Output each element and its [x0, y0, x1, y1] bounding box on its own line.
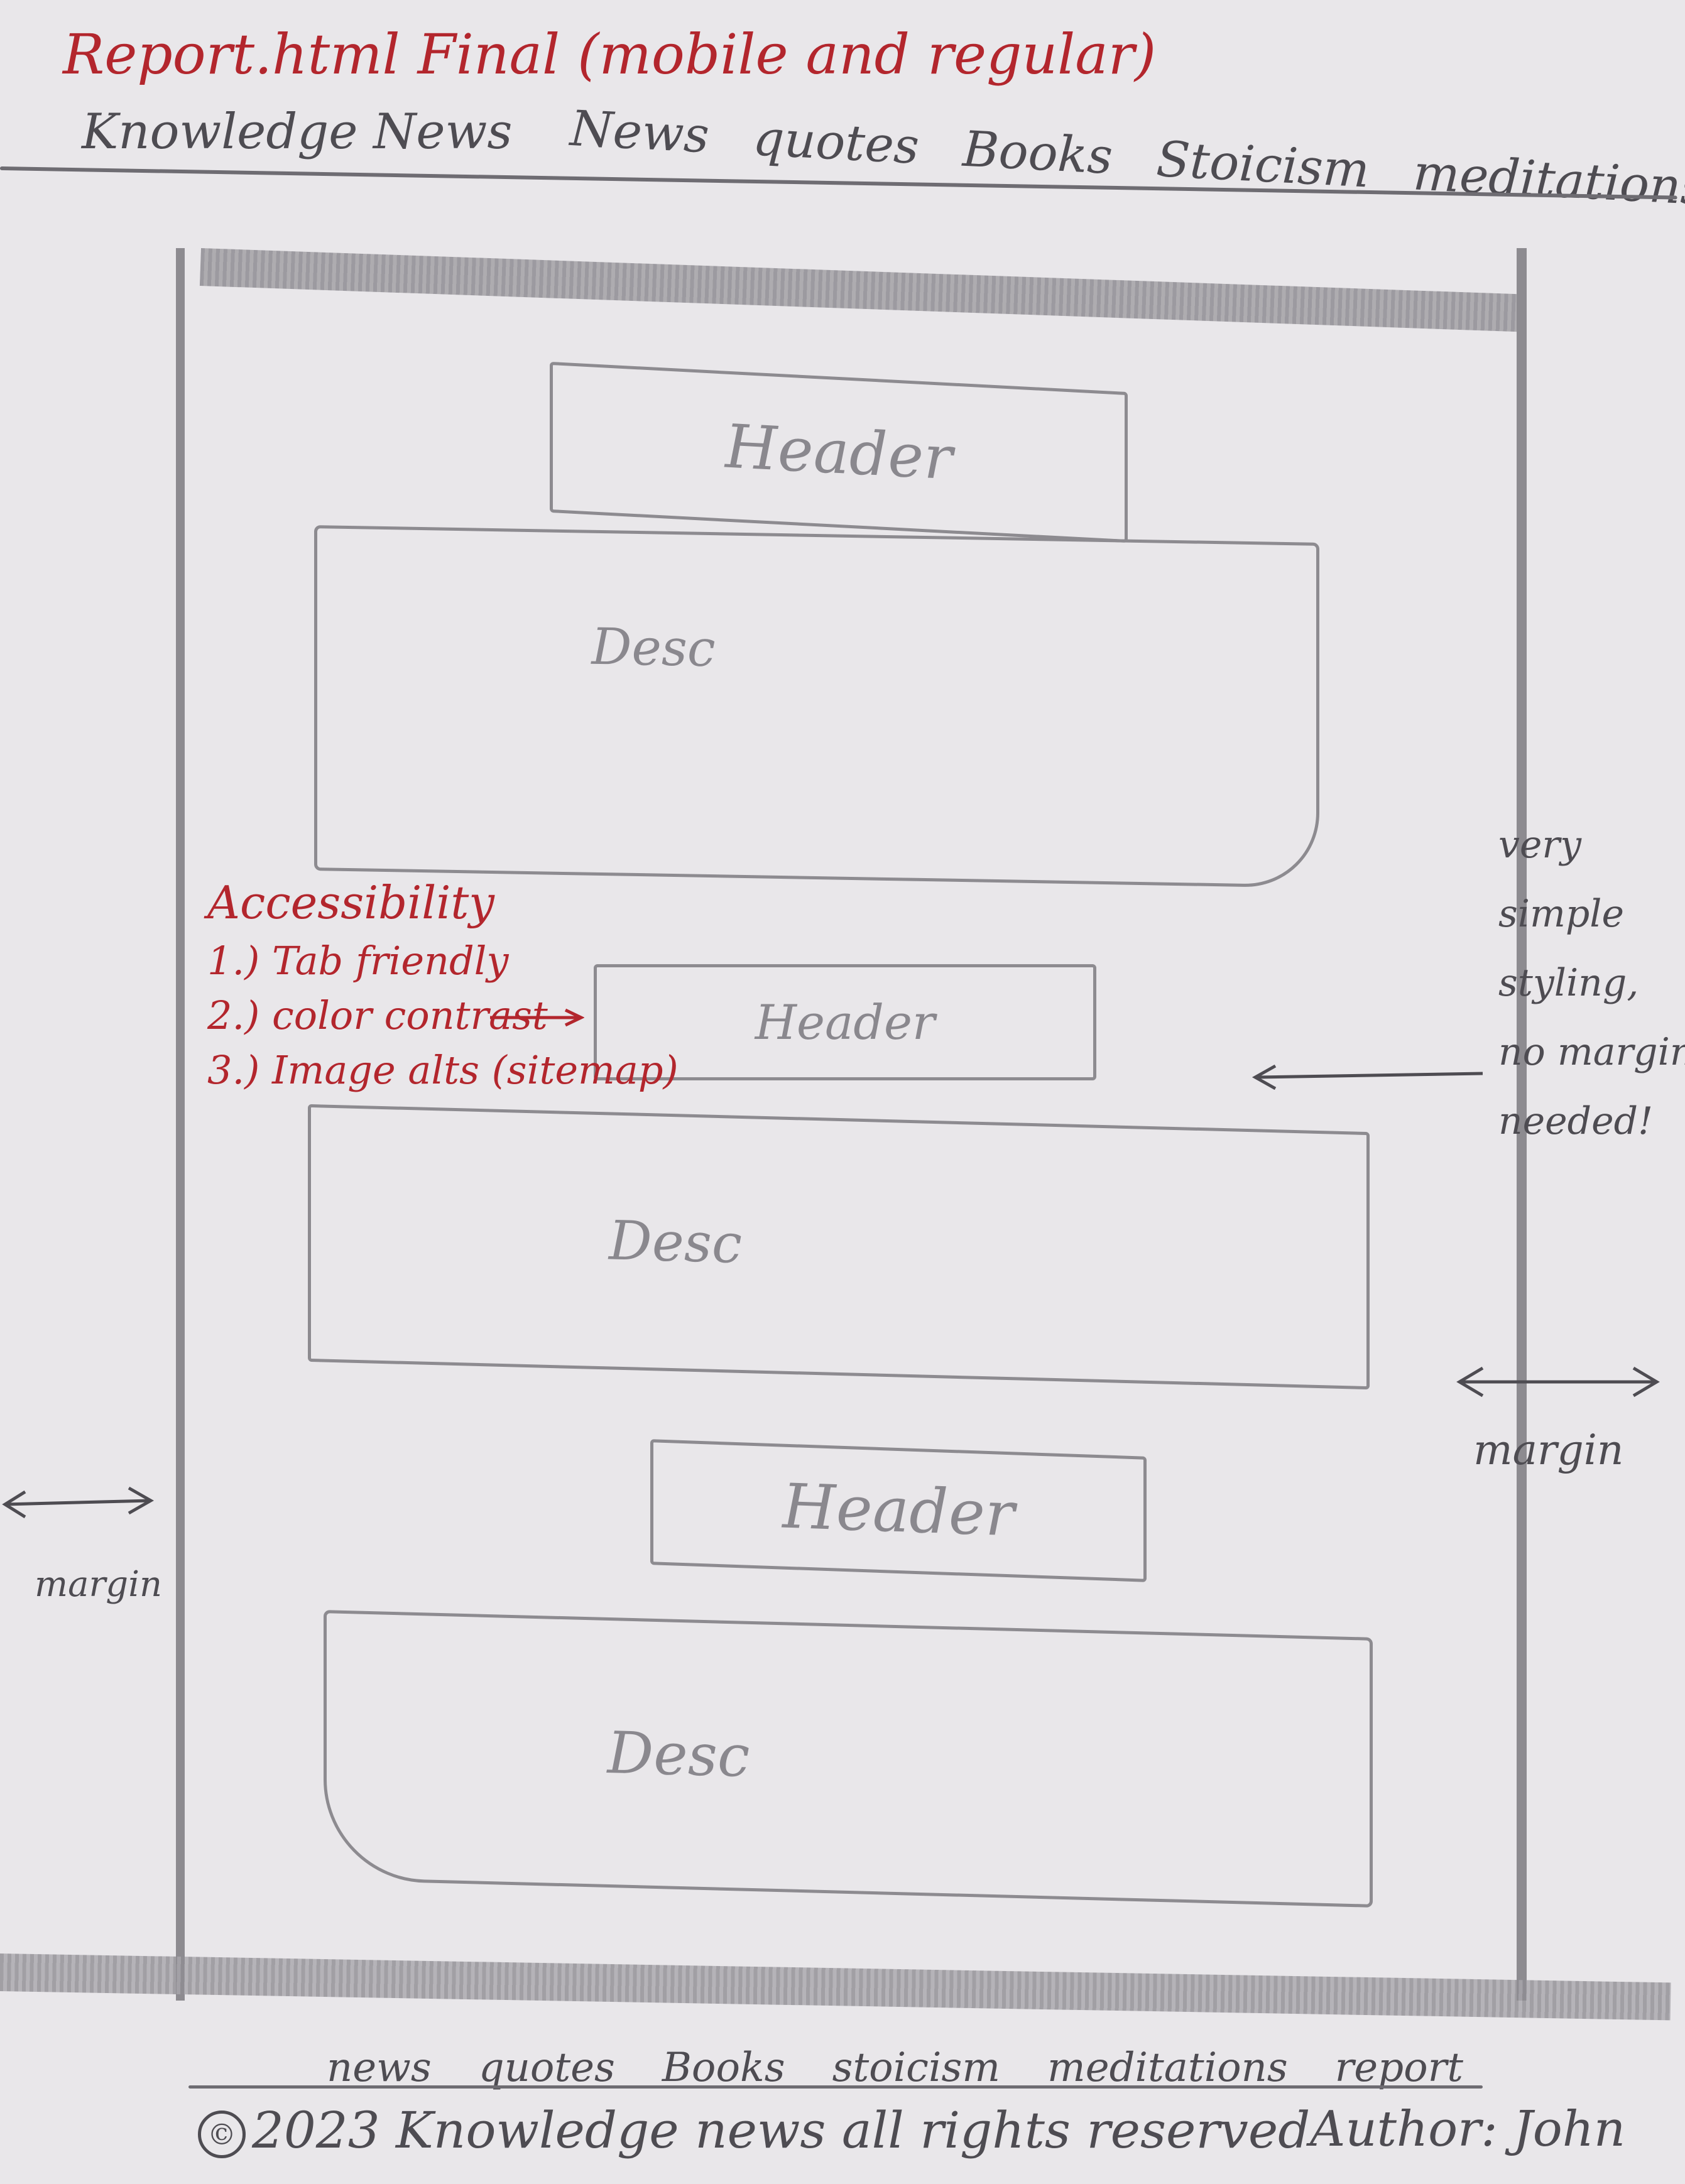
author-credit: Author: John [1310, 2101, 1626, 2158]
styling-note-line: needed! [1498, 1099, 1654, 1143]
arrow-left-icon [1251, 1065, 1483, 1090]
arrow-right-icon [490, 1008, 584, 1027]
section-desc-label: Desc [591, 617, 716, 678]
copyright-text: ©2023 Knowledge news all rights reserved [198, 2101, 1310, 2160]
section-desc-label: Desc [608, 1209, 743, 1276]
footer-nav: news quotes Books stoicism meditations r… [327, 2045, 1463, 2091]
nav-item-books[interactable]: Books [961, 121, 1115, 186]
margin-label-left: margin [35, 1564, 163, 1605]
accessibility-item: 1.) Tab friendly [207, 938, 509, 984]
section-desc-3: Desc [324, 1610, 1373, 1908]
footer-nav-news[interactable]: news [327, 2045, 432, 2091]
page-title: Report.html Final (mobile and regular) [63, 22, 1157, 87]
styling-note-line: no margins [1498, 1030, 1685, 1074]
accessibility-notes: Accessibility 1.) Tab friendly 2.) color… [207, 876, 679, 1093]
copyright-icon: © [198, 2111, 246, 2158]
footer-nav-meditations[interactable]: meditations [1047, 2045, 1288, 2091]
accessibility-item: 2.) color contrast [207, 992, 548, 1038]
nav-item-news[interactable]: News [569, 101, 711, 165]
styling-note-line: styling, [1498, 961, 1639, 1005]
footer-nav-quotes[interactable]: quotes [478, 2045, 615, 2091]
double-arrow-icon [2, 1486, 155, 1519]
section-desc-2: Desc [308, 1104, 1370, 1390]
content-frame [176, 248, 1527, 2001]
section-header-3: Header [650, 1439, 1147, 1582]
margin-label-right: margin [1473, 1426, 1624, 1474]
footer-divider [188, 2085, 1483, 2089]
double-arrow-icon [1456, 1366, 1660, 1398]
nav-item-quotes[interactable]: quotes [751, 110, 921, 175]
section-header-label: Header [782, 1470, 1015, 1551]
section-header-label: Header [755, 994, 935, 1050]
footer-nav-books[interactable]: Books [662, 2045, 785, 2091]
styling-note: very simple styling, no margins needed! [1498, 810, 1685, 1156]
footer-nav-stoicism[interactable]: stoicism [832, 2045, 1000, 2091]
styling-note-line: simple [1498, 892, 1624, 936]
section-header-label: Header [725, 411, 952, 494]
styling-note-line: very [1498, 823, 1581, 867]
accessibility-title: Accessibility [207, 876, 494, 929]
footer-nav-report[interactable]: report [1334, 2045, 1463, 2091]
section-header-1: Header [550, 361, 1128, 543]
copyright-label: 2023 Knowledge news all rights reserved [252, 2101, 1311, 2160]
section-desc-1: Desc [314, 525, 1319, 888]
accessibility-item: 3.) Image alts (sitemap) [207, 1047, 679, 1093]
top-nav: News quotes Books Stoicism meditations r… [569, 101, 1685, 227]
section-header-2: Header [594, 964, 1096, 1080]
brand-logo-text[interactable]: Knowledge News [82, 104, 513, 160]
nav-item-meditations[interactable]: meditations [1412, 144, 1685, 217]
section-desc-label: Desc [607, 1719, 750, 1790]
